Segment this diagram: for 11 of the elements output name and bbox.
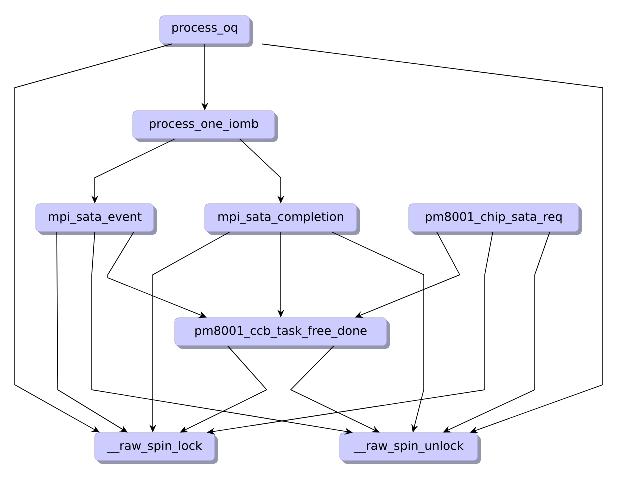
function-box: process_one_iomb [132,110,278,142]
function-box: pm8001_ccb_task_free_done [174,318,390,349]
function-box: mpi_sata_completion [204,204,360,235]
arrow [262,44,604,434]
function-box: mpi_sata_event [36,204,157,235]
arrow [14,44,172,433]
function-box: __raw_spin_unlock [340,432,481,464]
function-box: pm8001_chip_sata_req [408,204,582,235]
function-box: __raw_spin_lock [94,432,218,464]
function-box: process_oq [160,16,253,47]
arrow [56,232,128,433]
